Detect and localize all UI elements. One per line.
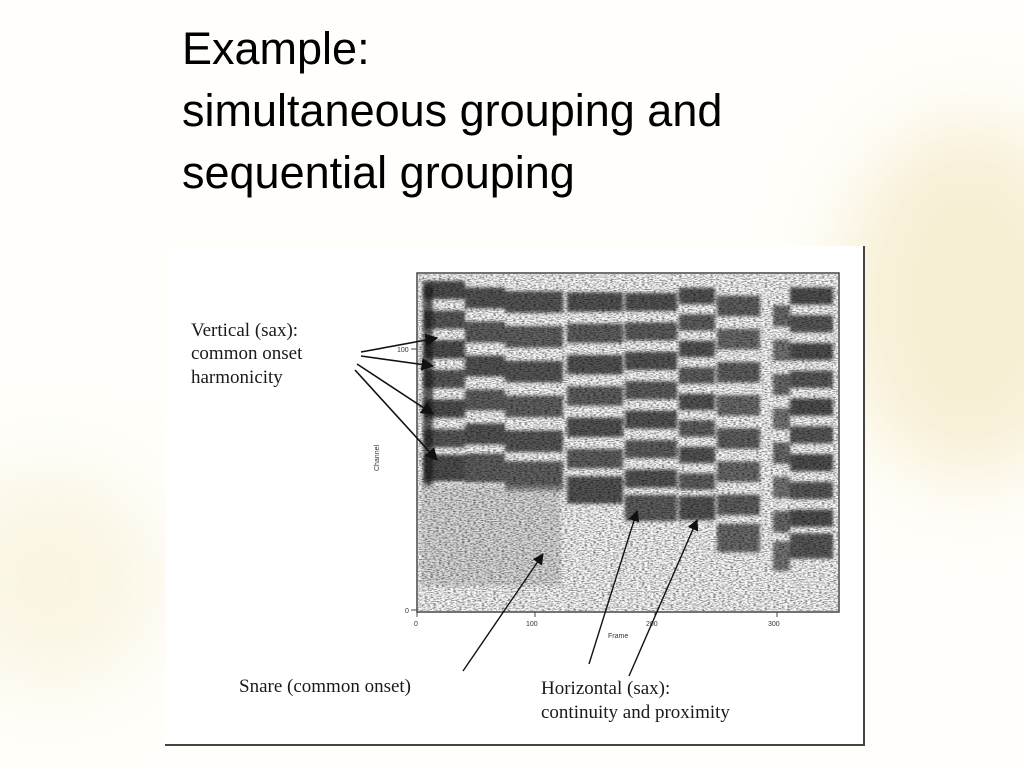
xtick-label-0: 0 (414, 621, 418, 628)
vertical-label-line-3: harmonicity (191, 367, 283, 388)
horizontal-arrow-1 (588, 509, 640, 665)
arrow-harmonic-3 (356, 363, 435, 415)
horizontal-label-line-2: continuity and proximity (541, 702, 730, 723)
snare-label: Snare (common onset) (239, 676, 411, 697)
spectrogram-figure: 100 0 Channel 0 100 200 300 Frame Vertic… (165, 246, 865, 746)
arrow-harmonic-4 (354, 369, 438, 461)
ytick-label-0: 0 (405, 608, 409, 615)
arrow-harmonic-2 (360, 355, 435, 371)
ytick-label-100: 100 (397, 347, 409, 354)
spectrogram-diagram: 100 0 Channel 0 100 200 300 Frame Vertic… (191, 272, 840, 723)
background-wash-left (0, 470, 160, 690)
x-axis-label: Frame (608, 633, 628, 640)
xtick-label-300: 300 (768, 621, 780, 628)
noise-texture (418, 274, 838, 611)
vertical-label-line-2: common onset (191, 343, 303, 364)
vertical-arrows (354, 333, 439, 461)
title-line-1: Example: (182, 23, 370, 74)
arrow-harmonic-1 (360, 333, 439, 353)
horizontal-label-line-1: Horizontal (sax): (541, 678, 670, 699)
xtick-label-100: 100 (526, 621, 538, 628)
vertical-label-line-1: Vertical (sax): (191, 320, 298, 341)
horizontal-arrow-2 (628, 518, 699, 677)
slide-title: Example: simultaneous grouping and seque… (182, 18, 882, 204)
title-line-3: sequential grouping (182, 147, 575, 198)
snare-arrow (462, 553, 544, 672)
title-line-2: simultaneous grouping and (182, 85, 723, 136)
y-axis-label: Channel (374, 445, 381, 472)
spectrogram-image (418, 274, 838, 611)
